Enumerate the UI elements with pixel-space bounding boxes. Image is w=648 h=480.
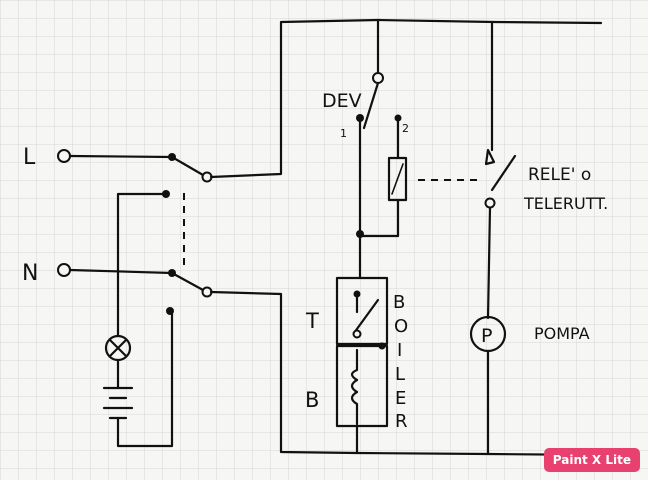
- boiler-vertical-letter: I: [397, 340, 402, 361]
- deviator-label: DEV: [322, 90, 362, 112]
- relay-to-pump-wire: [486, 206, 492, 320]
- battery-return-wire: [116, 309, 174, 448]
- deviator-switch: [356, 18, 402, 236]
- deviator-pos2-label: 2: [402, 122, 409, 135]
- coil-slash: [391, 163, 404, 195]
- heating-element-icon: [350, 348, 359, 426]
- lamp-cross: [108, 338, 128, 358]
- switch-blade-top: [170, 155, 205, 177]
- pump-branch: [469, 20, 517, 456]
- switch-blade-bottom: [170, 271, 205, 292]
- lamp-wire-top: [116, 192, 168, 337]
- neutral-label: N: [22, 261, 38, 286]
- battery-icon: [102, 386, 134, 420]
- relay-label-line1: RELE' o: [528, 165, 591, 185]
- thermostat-contact-top: [353, 290, 361, 298]
- line-label: L: [23, 145, 36, 170]
- indicator-branch: [102, 192, 174, 448]
- neutral-rail: [209, 290, 603, 457]
- relay-contact-blade: [490, 154, 517, 192]
- neutral-terminal: [57, 263, 71, 277]
- thermostat-contact-bottom: [352, 329, 362, 339]
- pump-label: POMPA: [534, 324, 590, 343]
- boiler-vertical-letter: B: [393, 292, 405, 313]
- neutral-wire: [68, 268, 174, 275]
- boiler-element-label: B: [305, 388, 319, 412]
- deviator-pos1-label: 1: [340, 127, 347, 140]
- thermostat-blade: [352, 298, 380, 335]
- deviator-blade: [362, 81, 380, 130]
- relay-coil: [358, 156, 480, 238]
- boiler-box: [335, 344, 389, 428]
- pump-symbol-label: P: [481, 325, 492, 347]
- relay-label-line2: TELERUTT.: [523, 194, 608, 213]
- paint-x-lite-badge[interactable]: Paint X Lite: [543, 448, 640, 472]
- deviator-common-contact: [372, 72, 384, 84]
- boiler-vertical-letter: L: [395, 364, 405, 385]
- thermostat-label: T: [305, 309, 319, 333]
- boiler-vertical-letter: O: [394, 316, 408, 337]
- thermostat-box: [335, 276, 389, 346]
- line-terminal: [57, 149, 71, 163]
- boiler-vertical-letter: R: [395, 411, 408, 432]
- boiler-group: [335, 230, 389, 455]
- line-wire: [68, 154, 174, 159]
- mains-input: [57, 149, 174, 277]
- boiler-vertical-letter: E: [395, 388, 406, 409]
- relay-contact-bottom: [484, 197, 496, 209]
- relay-contact-arrow: [484, 148, 496, 166]
- live-rail: [209, 18, 603, 179]
- coil-return-wire: [358, 198, 400, 238]
